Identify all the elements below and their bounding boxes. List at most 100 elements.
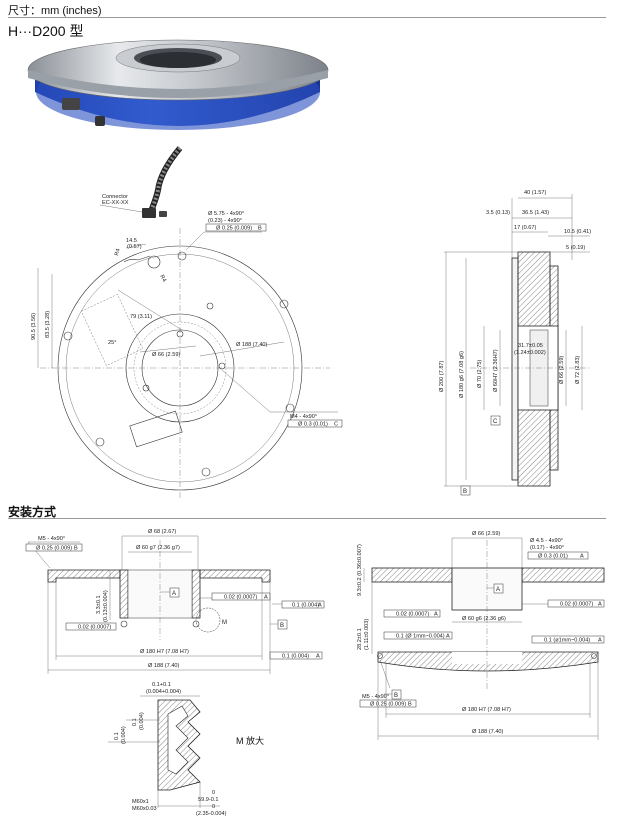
dm-zero2: 0 [212, 804, 215, 810]
dim-83-5: 83.5 (3.28) [45, 311, 51, 338]
dim-d66: Ø 66 (2.59) [152, 352, 180, 358]
mr-datum-b: B [394, 693, 398, 699]
mounting-section-title: 安装方式 [8, 505, 57, 519]
dim-31-7: 31.7±0.05 [518, 343, 543, 349]
ml-flat-tol: 0.1 (0.004) [282, 654, 309, 660]
dim-90-5: 90.5 (3.56) [31, 313, 37, 340]
ml-m5-tol: Ø 0.25 (0.009) [36, 546, 72, 552]
mount-right: Ø 66 (2.59) Ø 4.5 - 4x90° (0.17) - 4x90°… [357, 531, 605, 740]
dim-r4-a: R4 [114, 248, 122, 256]
connector-label: Connector [102, 194, 128, 200]
ml-d68: Ø 68 (2.67) [148, 529, 176, 535]
front-view: 90.5 (3.56) 83.5 (3.28) 14.5 (0.57) R4 R… [31, 211, 343, 498]
dim-d60h7: Ø 60H7 (2.36H7) [493, 349, 499, 392]
dm-side-a: 0.1 [132, 718, 138, 726]
dim-10-5: 10.5 (0.41) [564, 229, 591, 235]
ml-datum-b: B [280, 623, 284, 629]
dm-thread-2: M60x0.03 [132, 806, 157, 812]
dm-zero: 0 [212, 790, 215, 796]
mr-d28-2-in: (1.11±0.003) [364, 619, 370, 650]
dim-d188: Ø 188 (7.40) [236, 342, 268, 348]
dm-d2-35: (2.35-0.004) [196, 811, 227, 817]
mr-flat-ref: A [598, 638, 602, 644]
dm-thread-1: M60x1 [132, 799, 149, 805]
header-rule [8, 17, 606, 18]
ml-d180h7: Ø 180 H7 (7.08 H7) [140, 649, 189, 655]
datum-b: B [463, 489, 467, 495]
model-title: H···D200 型 [8, 23, 84, 39]
mr-d9-3: 9.3±0.2 (0.36±0.007) [357, 544, 363, 596]
mr-d180h7: Ø 180 H7 (7.08 H7) [462, 707, 511, 713]
mr-h4-5-ref: A [580, 554, 584, 560]
dim-25: 25° [108, 340, 116, 346]
dim-31-7-in: (1.24±0.002) [514, 350, 546, 356]
units-label: 尺寸：mm (inches) [8, 5, 102, 17]
ml-depth-in: (0.13±0.004) [103, 590, 109, 622]
dim-d70: Ø 70 (2.75) [477, 360, 483, 388]
dim-36-5: 36.5 (1.43) [522, 210, 549, 216]
mr-h4-5-in: (0.17) - 4x90° [530, 545, 564, 551]
ml-m5-ref: B [74, 546, 78, 552]
dim-d180g6: Ø 180 g6 (7.08 g6) [459, 351, 465, 398]
mr-tol-02: 0.02 (0.0007) [396, 612, 429, 618]
dm-side-a-in: (0.004) [139, 712, 145, 730]
mr-tol-02b-ref: A [598, 602, 602, 608]
dim-d72: Ø 72 (2.83) [575, 356, 581, 384]
dim-3-5: 3.5 (0.13) [486, 210, 510, 216]
m4-tol: Ø 0.3 (0.01) [298, 422, 328, 428]
mr-h4-5-tol: Ø 0.3 (0.01) [538, 554, 568, 560]
dim-40: 40 (1.57) [524, 190, 547, 196]
dim-5: 5 (0.19) [566, 245, 585, 251]
ml-tol-01-ref: A [318, 603, 322, 609]
product-photo [27, 39, 329, 130]
dim-79: 79 (3.11) [130, 314, 152, 320]
mr-m5-ref: B [408, 702, 412, 708]
dm-d59-9: 59.9-0.1 [198, 797, 219, 803]
ml-tol-a1-ref: A [264, 595, 268, 601]
hole-spec-ref: B [258, 226, 262, 232]
mr-datum-a: A [496, 587, 500, 593]
mr-tol-01: 0.1 (Ø 1mm~0.004) [396, 634, 445, 640]
mr-m5-tol: Ø 0.25 (0.009) [370, 702, 406, 708]
ml-datum-a: A [172, 591, 176, 597]
dim-r4-b: R4 [158, 274, 167, 283]
side-view: 40 (1.57) 3.5 (0.13) 36.5 (1.43) 17 (0.6… [439, 190, 591, 496]
mr-tol-02-ref: A [434, 612, 438, 618]
ml-m-label: M [222, 620, 227, 626]
ml-depth: 3.3±0.1 [96, 595, 102, 614]
ml-flat-ref: A [316, 654, 320, 660]
hole-spec-tol: Ø 0.25 (0.009) [216, 226, 252, 232]
mr-m5: M5 - 4x90° [362, 694, 389, 700]
dm-gap-in: (0.004+0.004) [146, 689, 181, 695]
mr-tol-02b: 0.02 (0.0007) [560, 602, 593, 608]
dim-d66-side: Ø 66 (2.59) [559, 356, 565, 384]
m4-spec: M4 - 4x90° [290, 414, 317, 420]
ml-tol-01: 0.1 (0.004) [292, 603, 319, 609]
dm-title: M 放大 [236, 735, 264, 746]
dim-17: 17 (0.67) [514, 225, 537, 231]
detail-m: 0.1+0.1 (0.004+0.004) 0.1 (0.004) 0.1 (0… [108, 682, 264, 817]
datum-c: C [493, 419, 498, 425]
mounting-rule [8, 518, 606, 519]
hole-spec-2: (0.23) - 4x90° [208, 218, 242, 224]
ml-m5: M5 - 4x90° [38, 536, 65, 542]
mr-tol-01-ref: A [446, 634, 450, 640]
mr-d60g6: Ø 60 g6 (2.36 g6) [462, 616, 506, 622]
cable-connector: Connector EC-XX-XX [99, 146, 183, 218]
mount-left: Ø 68 (2.67) Ø 60 g7 (2.36 g7) M5 - 4x90°… [25, 529, 325, 674]
dim-14-5: 14.5 [126, 238, 137, 244]
connector-code: EC-XX-XX [102, 200, 129, 206]
mr-d188: Ø 188 (7.40) [472, 729, 504, 735]
dim-14-5-in: (0.57) [127, 244, 142, 250]
ml-d60g7: Ø 60 g7 (2.36 g7) [136, 545, 180, 551]
ml-d188: Ø 188 (7.40) [148, 663, 180, 669]
mr-d66: Ø 66 (2.59) [472, 531, 500, 537]
mr-d28-2: 28.2±0.1 [357, 628, 363, 650]
ml-tol-02: 0.02 (0.0007) [78, 625, 111, 631]
dm-side-b-in: (0.004) [121, 726, 127, 744]
ml-tol-a1: 0.02 (0.0007) [224, 595, 257, 601]
m4-ref: C [334, 422, 338, 428]
dm-gap: 0.1+0.1 [152, 682, 171, 688]
mr-h4-5: Ø 4.5 - 4x90° [530, 538, 563, 544]
